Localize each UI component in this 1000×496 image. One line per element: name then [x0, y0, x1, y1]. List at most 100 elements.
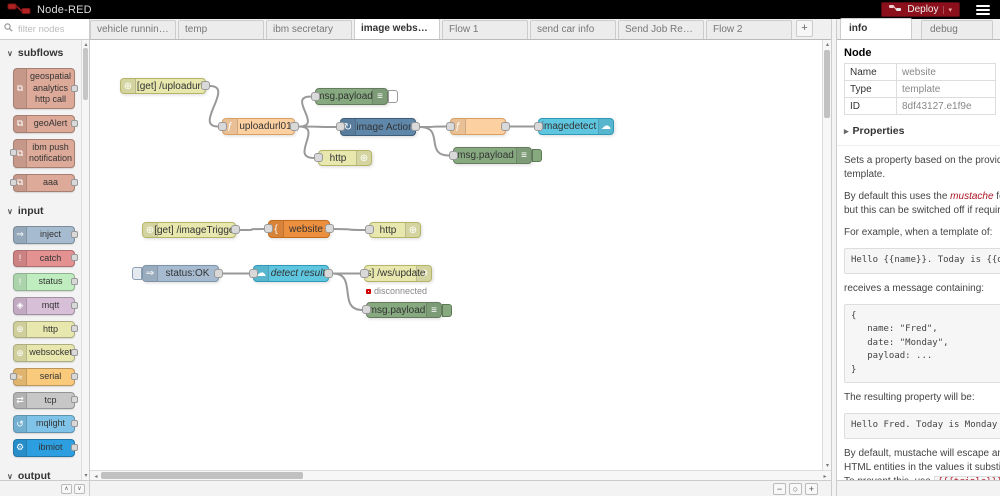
wire[interactable]	[298, 95, 312, 128]
node-input-port[interactable]	[218, 121, 227, 131]
flow-tab[interactable]: send car info	[530, 20, 616, 39]
palette-node[interactable]: ↺mqlight	[13, 415, 78, 433]
zoom-out-button[interactable]: −	[773, 482, 786, 495]
node-port[interactable]	[71, 349, 78, 357]
node-port[interactable]	[71, 230, 78, 238]
wire[interactable]	[239, 228, 265, 231]
flow-node[interactable]: {website	[264, 220, 334, 238]
wire[interactable]	[332, 272, 363, 311]
node-port[interactable]	[71, 178, 78, 186]
node-input-port[interactable]	[264, 224, 273, 233]
scroll-up-icon[interactable]: ▴	[825, 42, 829, 48]
flow-node[interactable]: ⊕http	[365, 222, 421, 238]
scroll-left-icon[interactable]: ◂	[94, 474, 98, 480]
node-input-port[interactable]	[360, 268, 369, 278]
node-input-port[interactable]	[249, 268, 258, 278]
zoom-reset-button[interactable]: ○	[789, 482, 802, 495]
palette-search[interactable]	[0, 19, 89, 40]
node-port[interactable]	[71, 325, 78, 333]
debug-toggle-button[interactable]	[388, 90, 398, 103]
node-port[interactable]	[10, 178, 17, 186]
node-input-port[interactable]	[534, 121, 543, 131]
node-input-port[interactable]	[336, 122, 345, 131]
node-port[interactable]	[71, 420, 78, 428]
flow-node[interactable]: ☁imagedetect	[534, 118, 614, 135]
palette-filter-input[interactable]	[16, 22, 80, 36]
expand-all-button[interactable]: ∨	[74, 483, 85, 494]
palette-node[interactable]: !status	[13, 273, 78, 291]
palette-node[interactable]: ⚙ibmiot	[13, 439, 78, 457]
palette-section-header[interactable]: ∨subflows	[0, 40, 81, 62]
palette-node[interactable]: ⧉geospatial analytics http call	[13, 68, 78, 110]
palette-scrollbar[interactable]: ▴ ▾	[81, 40, 89, 480]
node-output-port[interactable]	[324, 268, 333, 278]
panel-resize-handle[interactable]	[831, 19, 837, 496]
palette-section-header[interactable]: ∨output	[0, 463, 81, 480]
node-port[interactable]	[71, 84, 78, 92]
palette-node[interactable]: ⊕websocket	[13, 344, 78, 362]
flow-node[interactable]: ≡msg.payload	[449, 147, 542, 164]
flow-node[interactable]: ↻image Action	[336, 118, 420, 136]
flow-node[interactable]: ≡msg.payload	[362, 302, 452, 318]
node-port[interactable]	[71, 119, 78, 127]
add-flow-button[interactable]: +	[796, 20, 813, 37]
flow-node[interactable]: ⊕http	[314, 150, 372, 166]
wire[interactable]	[298, 125, 315, 159]
canvas-vertical-scrollbar[interactable]: ▴ ▾	[822, 40, 831, 470]
node-port[interactable]	[71, 278, 78, 286]
properties-toggle[interactable]: ▸Properties	[837, 117, 1000, 146]
node-input-port[interactable]	[446, 121, 455, 131]
node-output-port[interactable]	[214, 268, 223, 278]
sidebar-tab-debug[interactable]: debug	[921, 20, 993, 39]
deploy-button[interactable]: Deploy ▾	[881, 2, 960, 17]
mustache-link[interactable]: mustache	[950, 191, 994, 202]
node-input-port[interactable]	[314, 153, 323, 162]
node-input-port[interactable]	[362, 305, 371, 314]
node-port[interactable]	[71, 372, 78, 380]
palette-node[interactable]: ⧉aaa	[10, 174, 78, 192]
node-port[interactable]	[71, 443, 78, 451]
flow-tab[interactable]: ibm secretary	[266, 20, 352, 39]
wire[interactable]	[208, 85, 220, 128]
palette-section-header[interactable]: ∨input	[0, 198, 81, 220]
flow-node[interactable]: ⊕[get] /uploadurl	[120, 78, 210, 94]
flow-node[interactable]: ⇒status:OK	[132, 265, 223, 282]
wire[interactable]	[333, 228, 366, 231]
node-output-port[interactable]	[231, 225, 240, 234]
flow-node[interactable]: ⊕[ws] /ws/update	[360, 265, 432, 282]
palette-node[interactable]: ⇄tcp	[13, 391, 78, 410]
wire[interactable]	[419, 126, 450, 157]
palette-node[interactable]: !catch	[13, 249, 78, 268]
node-input-port[interactable]	[365, 225, 374, 234]
node-port[interactable]	[71, 254, 78, 262]
horizontal-scrollbar-thumb[interactable]	[101, 472, 303, 479]
flow-tab[interactable]: Flow 2	[706, 20, 792, 39]
flow-tab[interactable]: Send Job Request	[618, 20, 704, 39]
palette-node[interactable]: ⧉ibm push notification	[10, 138, 75, 169]
scroll-right-icon[interactable]: ▸	[823, 474, 827, 480]
canvas-horizontal-scrollbar[interactable]: ◂ ▸	[90, 470, 831, 480]
node-input-port[interactable]	[449, 150, 458, 160]
node-port[interactable]	[71, 396, 78, 404]
node-input-port[interactable]	[311, 91, 320, 101]
node-output-port[interactable]	[325, 224, 334, 233]
palette-node[interactable]: ⧉geoAlert	[13, 115, 78, 133]
palette-node[interactable]: ≈serial	[10, 367, 78, 386]
palette-scrollbar-thumb[interactable]	[83, 48, 88, 100]
node-output-port[interactable]	[501, 121, 510, 131]
palette-node[interactable]: ◈mqtt	[13, 296, 78, 315]
scroll-down-icon[interactable]: ▾	[825, 463, 829, 469]
flow-tab[interactable]: vehicle running map	[90, 20, 176, 39]
flow-tab[interactable]: image websocket site	[354, 19, 440, 39]
node-output-port[interactable]	[290, 121, 299, 131]
palette-node[interactable]: ⊕http	[13, 320, 78, 339]
vertical-scrollbar-thumb[interactable]	[824, 50, 830, 118]
deploy-options-caret-icon[interactable]: ▾	[943, 5, 952, 14]
flow-tab[interactable]: temp	[178, 20, 264, 39]
node-port[interactable]	[71, 301, 78, 309]
node-output-port[interactable]	[201, 81, 210, 90]
flow-node[interactable]: ƒ	[446, 118, 510, 135]
node-port[interactable]	[10, 149, 17, 157]
